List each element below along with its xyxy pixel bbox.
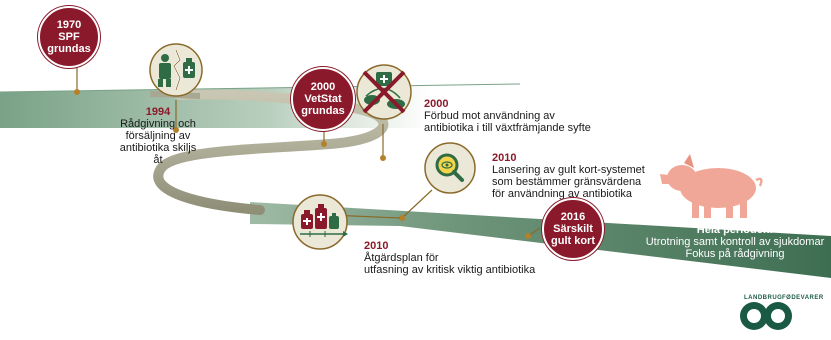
period-title: Hela perioden: [696, 224, 774, 236]
text-2000-ban: 2000 Förbud mot användning av antibiotik… [424, 98, 624, 134]
text-2010a-line1: Lansering av gult kort-systemet [492, 164, 645, 176]
logo-text-right: FØDEVARER [782, 295, 824, 301]
text-2010b-line2: utfasning av kritisk viktig antibiotika [364, 264, 536, 276]
dot-2016 [525, 233, 531, 239]
text-2010-yellow-card: 2010 Lansering av gult kort-systemet som… [492, 152, 692, 200]
bubble-1970-year: 1970 [56, 19, 82, 31]
bubble-1970-line2: grundas [47, 43, 91, 55]
dot-2010a [399, 215, 405, 221]
bubble-2016-line1: Särskilt [553, 223, 593, 235]
bubble-1970: 1970 SPF grundas [38, 6, 100, 68]
dot-1994 [173, 127, 179, 133]
advice-sales-icon [149, 43, 203, 97]
bubble-1970-line1: SPF [58, 31, 80, 43]
lower-band [250, 202, 831, 278]
text-1994-line2: försäljning av [125, 130, 191, 142]
text-1994-year: 1994 [145, 106, 171, 118]
text-whole-period: Hela perioden: Utrotning samt kontroll a… [640, 224, 830, 260]
text-2000-ban-line1: Förbud mot användning av [424, 110, 555, 122]
banned-growth-icon [356, 64, 412, 120]
bubble-2000-line1: VetStat [304, 93, 342, 105]
upper-land-edge [0, 83, 521, 93]
text-2010b-year: 2010 [364, 240, 389, 252]
pig-illustration [660, 154, 763, 218]
bubble-2016: 2016 Särskilt gult kort [542, 198, 604, 260]
text-1994-line3: antibiotika skiljs åt [119, 142, 197, 166]
text-2000-ban-year: 2000 [424, 98, 449, 110]
text-2010a-line2: som bestämmer gränsvärdena [492, 176, 642, 188]
text-1994: 1994 Rådgivning och försäljning av antib… [118, 106, 198, 166]
bubble-2000-year: 2000 [310, 81, 336, 93]
text-2000-ban-line2: antibiotika i till växtfrämjande syfte [424, 122, 591, 134]
bubble-2016-year: 2016 [560, 211, 586, 223]
logo-text-top: LANDBRUG [744, 295, 782, 301]
text-2010a-year: 2010 [492, 152, 517, 164]
connector-2010a [401, 189, 433, 219]
bubble-2016-line2: gult kort [551, 235, 595, 247]
action-plan-icon [292, 194, 348, 250]
text-2010-action-plan: 2010 Åtgärdsplan för utfasning av kritis… [364, 240, 564, 276]
dot-1970 [74, 89, 80, 95]
text-2010b-line1: Åtgärdsplan för [364, 252, 439, 264]
dot-2000a [321, 141, 327, 147]
text-2010a-line3: för användning av antibiotika [492, 188, 633, 200]
period-line1: Utrotning samt kontroll av sjukdomar [645, 236, 825, 248]
dot-2000b [380, 155, 386, 161]
bubble-2000-line2: grundas [301, 105, 345, 117]
yellow-card-icon [424, 142, 476, 194]
period-line2: Fokus på rådgivning [685, 248, 785, 260]
landbrug-fodevarer-logo: LANDBRUG FØDEVARER [740, 295, 824, 330]
text-1994-line1: Rådgivning och [120, 118, 196, 130]
bubble-2000-vetstat: 2000 VetStat grundas [291, 67, 355, 131]
